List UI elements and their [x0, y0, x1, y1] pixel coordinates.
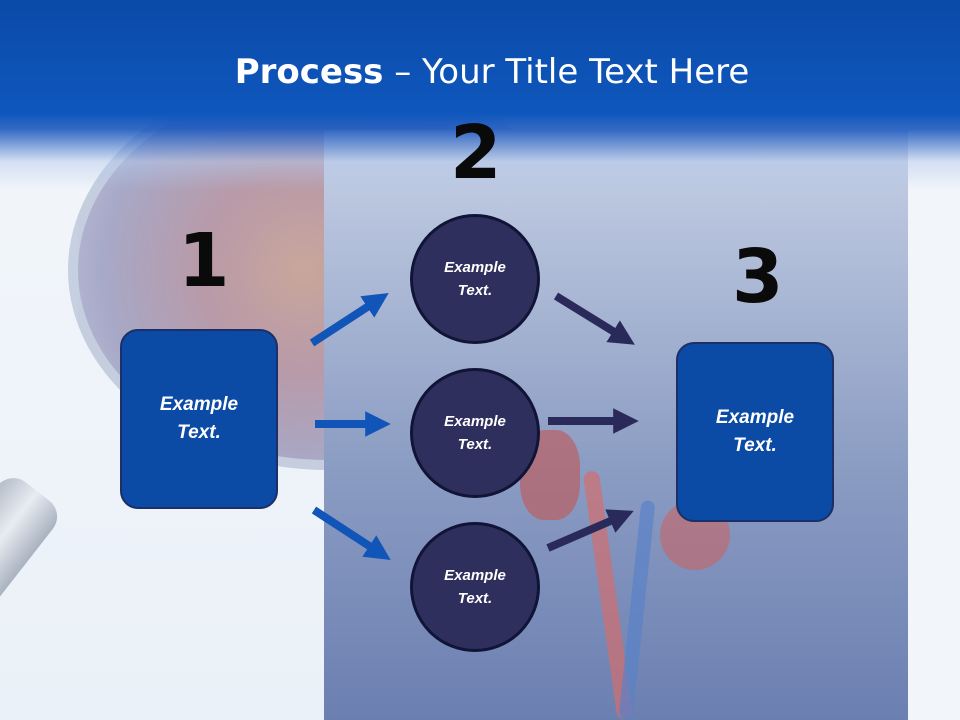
title-bold: Process — [234, 52, 384, 92]
process-circle-3[interactable]: Example Text. — [410, 522, 540, 652]
left-process-box[interactable]: Example Text. — [120, 329, 278, 509]
right-margin-strip — [908, 130, 960, 720]
right-process-box[interactable]: Example Text. — [676, 342, 834, 522]
title-bar: Process – Your Title Text Here — [0, 0, 960, 190]
arrow-from-circle-3 — [546, 509, 634, 552]
process-circle-2[interactable]: Example Text. — [410, 368, 540, 498]
left-box-label: Example Text. — [159, 393, 239, 444]
title-rest: – Your Title Text Here — [383, 52, 750, 92]
step-number-3: 3 — [732, 234, 784, 320]
arrow-to-circle-3 — [311, 506, 391, 560]
circle-label-1: Example Text. — [444, 258, 506, 299]
circle-label-2: Example Text. — [444, 412, 506, 453]
process-circle-1[interactable]: Example Text. — [410, 214, 540, 344]
circle-label-3: Example Text. — [444, 566, 506, 607]
step-number-2: 2 — [450, 110, 502, 196]
step-number-1: 1 — [178, 218, 230, 304]
arrow-from-circle-1 — [553, 292, 635, 345]
arrow-to-circle-1 — [309, 293, 389, 347]
slide-title: Process – Your Title Text Here — [0, 52, 960, 92]
right-box-label: Example Text. — [715, 406, 795, 457]
